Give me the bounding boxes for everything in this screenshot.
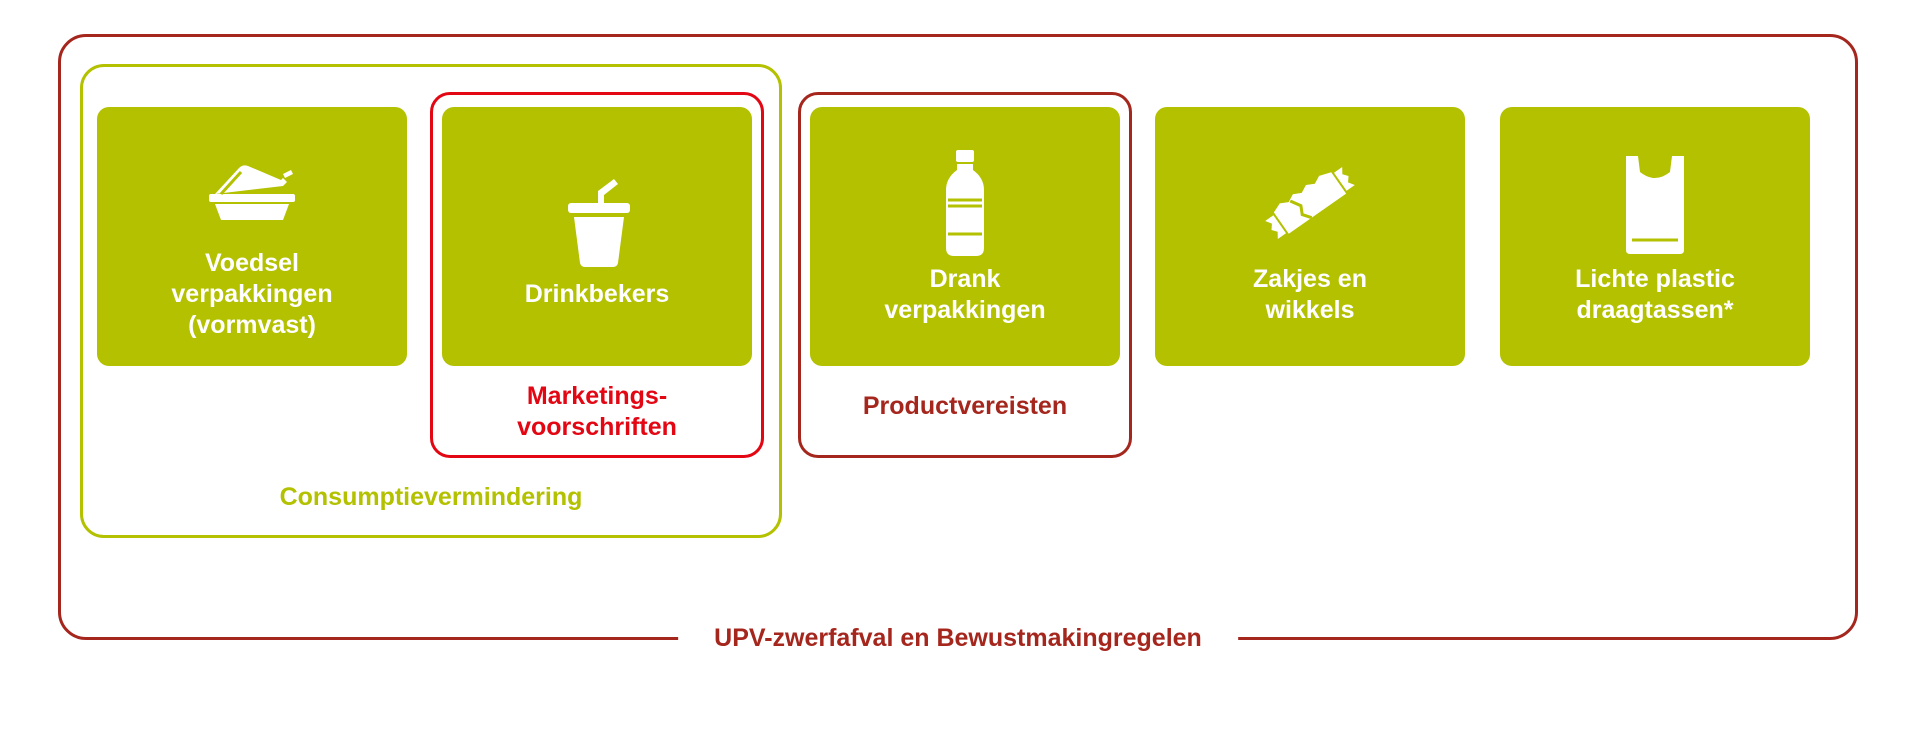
- marketing-rules-label: Marketings- voorschriften: [517, 382, 677, 441]
- outer-frame: UPV-zwerfafval en Bewustmakingregelen: [58, 34, 1858, 652]
- tile-plastic-bags: Lichte plastic draagtassen*: [1500, 107, 1810, 366]
- consumption-reduction-group: Consumptievermindering: [80, 64, 782, 538]
- plastic-bag-icon: [1600, 148, 1710, 258]
- consumption-reduction-label: Consumptievermindering: [279, 483, 583, 511]
- tile-plastic-bags-label: Lichte plastic draagtassen*: [1575, 264, 1735, 324]
- tile-drink-cups: Drinkbekers: [442, 107, 752, 366]
- outer-frame-label: UPV-zwerfafval en Bewustmakingregelen: [678, 624, 1238, 652]
- product-requirements-group: Productvereisten: [798, 92, 1132, 458]
- bottle-icon: [910, 148, 1020, 258]
- tile-food-containers-label: Voedsel verpakkingen (vormvast): [171, 249, 333, 339]
- tile-wrappers: Zakjes en wikkels: [1155, 107, 1465, 366]
- tile-beverage-packaging-label: Drank verpakkingen: [884, 264, 1046, 324]
- marketing-rules-group: Marketings- voorschriften: [430, 92, 764, 458]
- tile-wrappers-label: Zakjes en wikkels: [1253, 264, 1367, 324]
- wrapper-icon: [1255, 148, 1365, 258]
- tile-drink-cups-label: Drinkbekers: [524, 280, 670, 308]
- product-requirements-label: Productvereisten: [862, 392, 1068, 420]
- tile-beverage-packaging: Drank verpakkingen: [810, 107, 1120, 366]
- drink-cup-icon: [542, 163, 652, 273]
- food-container-icon: [197, 132, 307, 242]
- tile-food-containers: Voedsel verpakkingen (vormvast): [97, 107, 407, 366]
